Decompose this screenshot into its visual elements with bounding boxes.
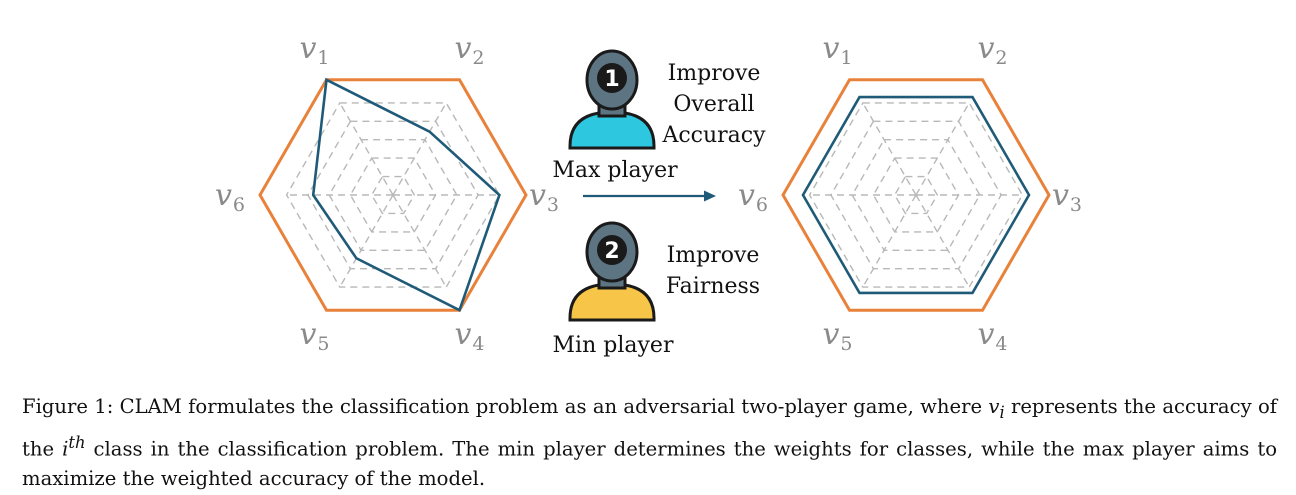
figure-caption: Figure 1: CLAM formulates the classifica… — [22, 392, 1277, 494]
caption-suffix: class in the classification problem. The… — [22, 437, 1277, 491]
min-player-badge: 2 — [604, 239, 619, 264]
radar-axis-label: v2 — [977, 31, 1007, 69]
radar-grid-spoke — [862, 194, 917, 288]
min-player-icon: 2 — [568, 221, 656, 322]
caption-mid: represents the accuracy of the — [22, 395, 1278, 461]
radar-grid-ring — [893, 175, 939, 215]
caption-ith-sup: th — [68, 432, 86, 452]
radar-axis-label: v5 — [822, 317, 852, 355]
radar-axis-label: v4 — [454, 317, 484, 355]
max-player-icon: 1 — [568, 49, 656, 150]
radar-axis-label: v4 — [977, 317, 1007, 355]
radar-series-polygon — [801, 95, 1031, 295]
radar-grid-spoke — [862, 102, 917, 196]
max-player-label: Max player — [552, 158, 678, 183]
radar-chart-right: v1 v2 v3 v4 v5 v6 — [738, 31, 1082, 355]
max-player-goal-line-2: Overall — [673, 92, 754, 117]
radar-series-polygon — [311, 77, 501, 313]
radar-grid-spoke — [339, 194, 394, 288]
radar-grid-ring — [808, 102, 1024, 288]
transition-arrow-icon — [583, 190, 716, 202]
max-player-goal-line-1: Improve — [668, 61, 761, 86]
radar-grid-spoke — [392, 102, 447, 196]
max-player-goal-line-3: Accuracy — [661, 123, 766, 148]
radar-axis-label: v6 — [738, 178, 768, 216]
radar-grid-spoke — [915, 102, 970, 196]
radar-axis-label: v6 — [215, 178, 245, 216]
radar-grid-ring — [370, 175, 416, 215]
caption-var-sub: i — [999, 402, 1005, 422]
min-player-label: Min player — [553, 333, 674, 358]
radar-grid-ring — [285, 102, 501, 288]
radar-axis-label: v2 — [454, 31, 484, 69]
caption-ith: i — [62, 437, 69, 461]
radar-grid-spoke — [339, 102, 394, 196]
caption-var: v — [988, 395, 1000, 418]
radar-axis-label: v3 — [1052, 178, 1082, 216]
min-player-goal-line-2: Fairness — [666, 274, 760, 299]
radar-grid-spoke — [915, 194, 970, 288]
max-player-badge: 1 — [604, 67, 619, 92]
radar-axis-label: v5 — [299, 317, 329, 355]
radar-outer-hexagon — [781, 78, 1051, 312]
radar-grid-spoke — [392, 194, 447, 288]
radar-axis-label: v3 — [529, 178, 559, 216]
caption-prefix: Figure 1: CLAM formulates the classifica… — [22, 395, 989, 418]
radar-chart-left: v1 v2 v3 v4 v5 v6 — [215, 31, 559, 355]
figure-graphic: v1 v2 v3 v4 v5 v6 v1 v2 v3 v4 v5 v6 1 Improve Over… — [215, 31, 1082, 358]
radar-axis-label: v1 — [299, 31, 329, 69]
min-player-goal-line-1: Improve — [667, 243, 760, 268]
radar-axis-label: v1 — [822, 31, 852, 69]
